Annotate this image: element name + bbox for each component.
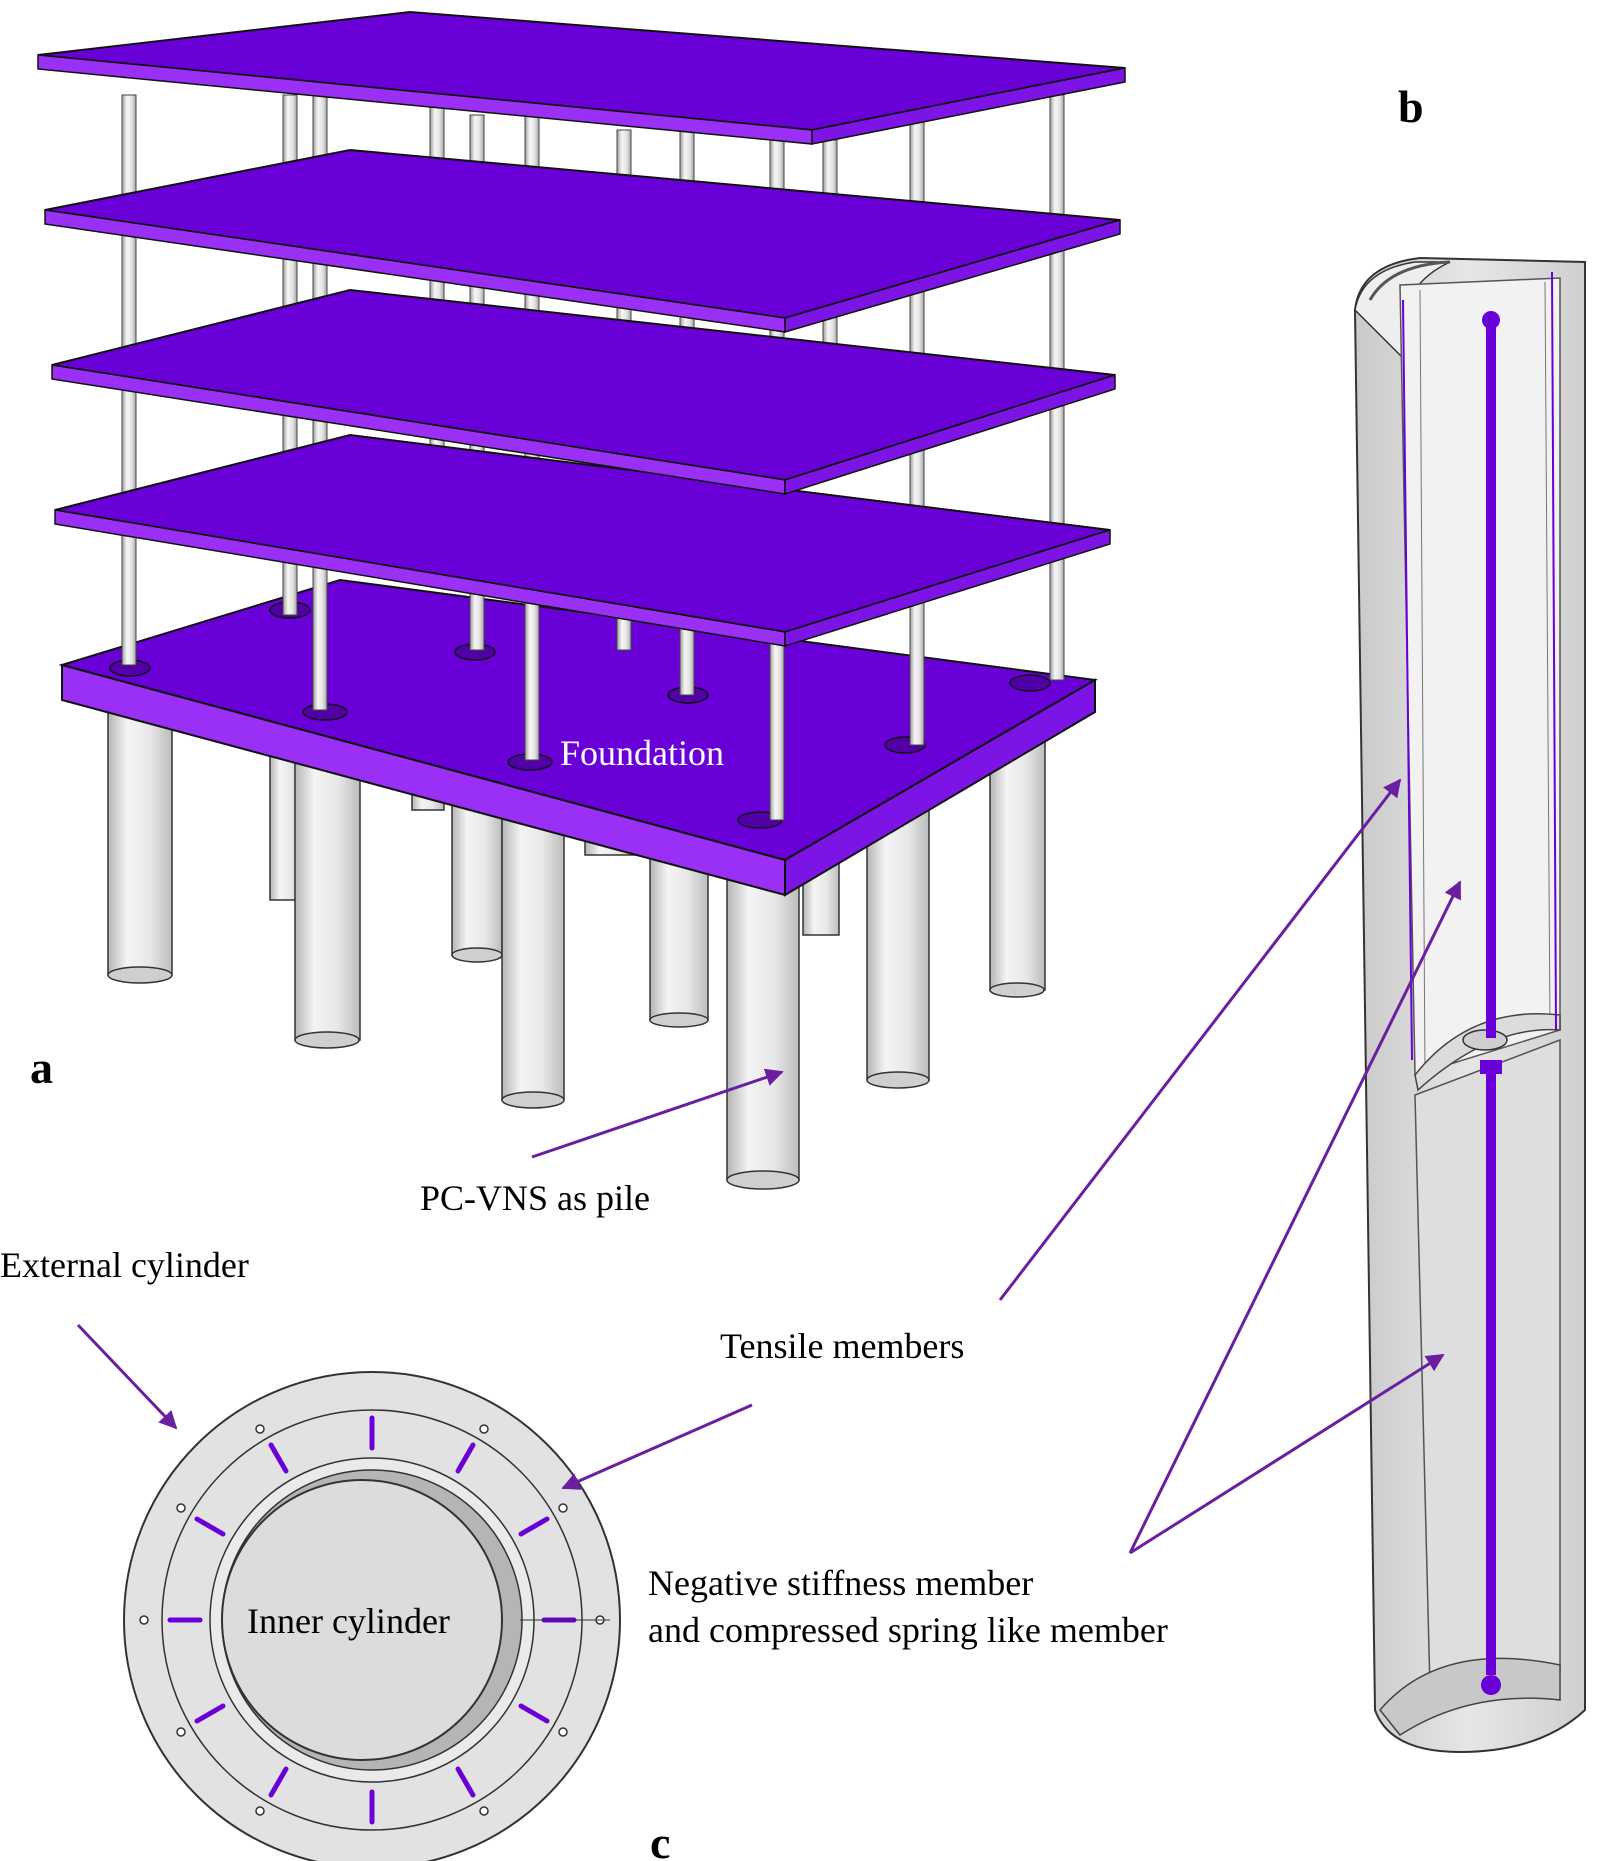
panel-b-device: b (1353, 81, 1586, 1754)
pile-arrow (531, 1068, 784, 1159)
inner-cylinder (221, 1479, 503, 1761)
floor-slab-3 (51, 288, 1116, 496)
panel-c-section: Inner cylinder c (123, 1371, 670, 1861)
negative-stiffness-rod-upper (1486, 318, 1496, 1038)
panel-label-a: a (30, 1042, 53, 1093)
negative-stiffness-arrow-lower (1129, 1353, 1445, 1555)
inner-cylinder-label: Inner cylinder (247, 1601, 450, 1641)
tensile-arrow-c (561, 1403, 753, 1490)
panel-a-building: Foundation a PC-VNS as pile (30, 10, 1126, 1218)
bolt-holes (139, 1424, 605, 1816)
roof-slab (37, 10, 1126, 145)
pile (726, 854, 800, 1181)
foundation-label: Foundation (560, 733, 724, 773)
inner-cylinder-ring (1368, 260, 1451, 301)
panel-label-c: c (650, 1817, 670, 1861)
panel-label-b: b (1398, 81, 1424, 132)
negative-stiffness-label-1: Negative stiffness member (648, 1563, 1033, 1603)
tensile-member-bar (1402, 299, 1413, 1061)
inner-floor-lower (1379, 1657, 1561, 1736)
negative-stiffness-rod-lower (1486, 1070, 1496, 1675)
annotations: External cylinder Tensile members Negati… (0, 778, 1462, 1650)
negative-stiffness-arrow-upper (1128, 880, 1462, 1554)
pile (294, 744, 361, 1041)
external-cylinder-arrow (76, 1323, 178, 1430)
pile (107, 699, 173, 976)
tensile-members-label: Tensile members (720, 1326, 964, 1366)
floor-slab-2 (44, 148, 1121, 334)
pile-label: PC-VNS as pile (420, 1178, 650, 1218)
external-cylinder-label: External cylinder (0, 1245, 249, 1285)
negative-stiffness-label-2: and compressed spring like member (648, 1610, 1168, 1650)
floor-slab-4 (54, 433, 1111, 648)
pile (501, 794, 565, 1101)
pile (866, 799, 930, 1081)
tensile-arrow-b (998, 778, 1402, 1301)
tensile-member-bar (1551, 271, 1557, 1031)
